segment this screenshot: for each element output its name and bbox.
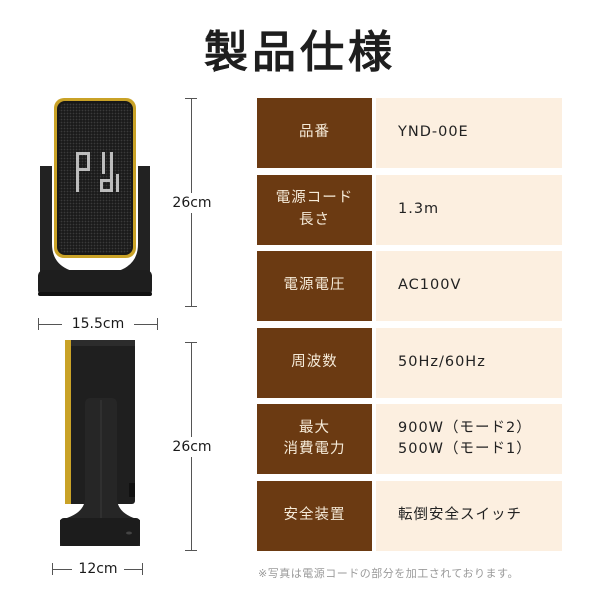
spec-label: 安全装置 <box>257 480 372 551</box>
spec-row-model: 品番 YND-00E <box>257 98 562 168</box>
spec-row-power: 最大 消費電力 900W（モード2） 500W（モード1） <box>257 404 562 474</box>
spec-row-voltage: 電源電圧 AC100V <box>257 251 562 321</box>
spec-value: AC100V <box>376 251 562 321</box>
spec-label: 最大 消費電力 <box>257 404 372 474</box>
side-depth-label: 12cm <box>72 559 124 579</box>
front-height-label: 26cm <box>168 193 216 213</box>
spec-value: YND-00E <box>376 98 562 168</box>
spec-value: 50Hz/60Hz <box>376 327 562 398</box>
dimension-cap <box>142 563 143 575</box>
side-height-label: 26cm <box>168 437 216 457</box>
spec-value: 1.3m <box>376 174 562 245</box>
spec-row-safety: 安全装置 転倒安全スイッチ <box>257 480 562 551</box>
heater-front-image <box>30 94 160 306</box>
spec-label: 品番 <box>257 98 372 168</box>
spec-label: 周波数 <box>257 327 372 398</box>
spec-row-frequency: 周波数 50Hz/60Hz <box>257 327 562 398</box>
spec-value: 900W（モード2） 500W（モード1） <box>376 404 562 474</box>
spec-table: 品番 YND-00E 電源コード 長さ 1.3m 電源電圧 AC100V 周波数… <box>257 98 562 557</box>
dimension-cap <box>185 306 197 307</box>
dimension-cap <box>157 318 158 330</box>
front-width-label: 15.5cm <box>62 314 134 334</box>
heater-side-image <box>55 338 145 550</box>
spec-label: 電源コード 長さ <box>257 174 372 245</box>
dimension-cap <box>185 550 197 551</box>
photo-note: ※写真は電源コードの部分を加工されております。 <box>258 567 519 580</box>
page-title: 製品仕様 <box>204 27 396 78</box>
spec-label: 電源電圧 <box>257 251 372 321</box>
spec-value: 転倒安全スイッチ <box>376 480 562 551</box>
spec-row-cord-length: 電源コード 長さ 1.3m <box>257 174 562 245</box>
